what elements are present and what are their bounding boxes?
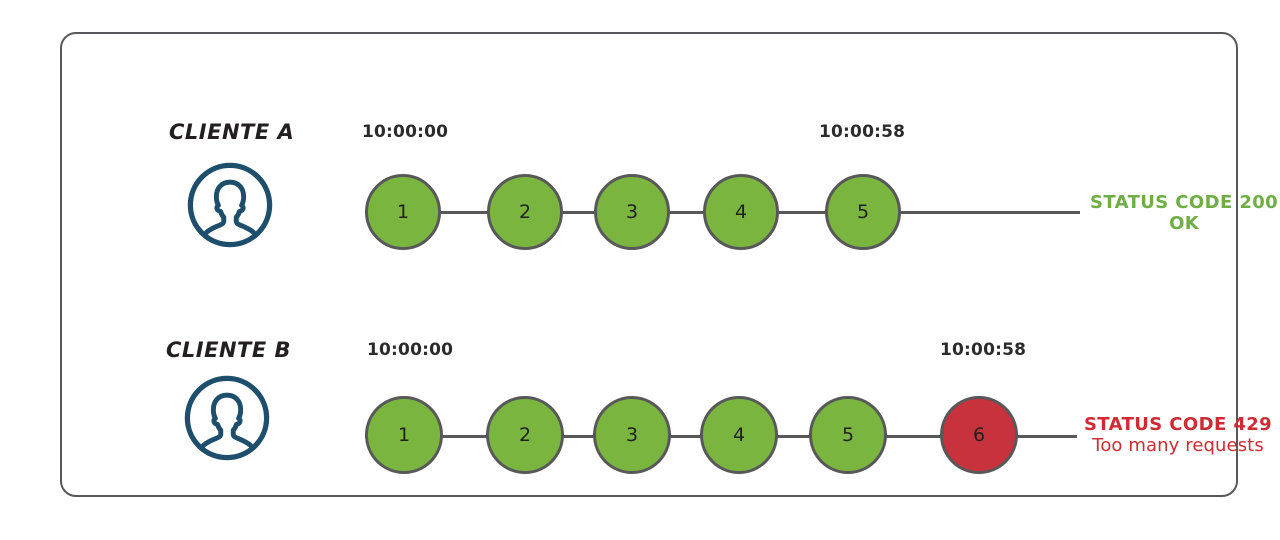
request-node-b-4[interactable]: 4 [700,396,778,474]
status-text-line: OK [1169,213,1199,235]
request-node-label: 3 [625,201,639,223]
client-label-a: CLIENTE A [169,120,295,144]
request-node-label: 1 [397,424,411,446]
timestamp-end-b: 10:00:58 [940,340,1027,360]
request-node-label: 5 [841,424,855,446]
timestamp-start-b: 10:00:00 [367,340,454,360]
request-node-a-4[interactable]: 4 [703,174,779,250]
client-label-b: CLIENTE B [166,338,292,362]
diagram-panel: CLIENTE A 10:00:00 10:00:58 1 2 3 [60,32,1278,497]
request-node-label: 3 [625,424,639,446]
request-node-b-2[interactable]: 2 [486,396,564,474]
request-node-label: 5 [856,201,870,223]
user-avatar-icon-a [186,161,274,249]
timestamp-end-a: 10:00:58 [819,122,906,142]
status-code-line: STATUS CODE 200 [1090,192,1279,213]
request-node-a-5[interactable]: 5 [825,174,901,250]
request-node-label: 1 [396,201,410,223]
request-node-label: 2 [518,424,532,446]
request-node-a-2[interactable]: 2 [487,174,563,250]
user-avatar-icon-b [183,374,271,462]
status-badge-b: STATUS CODE 429 Too many requests [1084,414,1272,456]
request-node-b-3[interactable]: 3 [593,396,671,474]
timestamp-start-a: 10:00:00 [362,122,449,142]
request-node-label: 2 [518,201,532,223]
request-node-b-5[interactable]: 5 [809,396,887,474]
status-badge-a: STATUS CODE 200 OK [1090,192,1278,234]
status-text-line: Too many requests [1092,435,1264,457]
request-node-label: 4 [732,424,746,446]
request-node-a-1[interactable]: 1 [365,174,441,250]
request-node-label: 6 [972,424,986,446]
status-code-line: STATUS CODE 429 [1084,414,1273,435]
request-node-b-6[interactable]: 6 [940,396,1018,474]
request-node-b-1[interactable]: 1 [365,396,443,474]
request-node-a-3[interactable]: 3 [594,174,670,250]
request-node-label: 4 [734,201,748,223]
